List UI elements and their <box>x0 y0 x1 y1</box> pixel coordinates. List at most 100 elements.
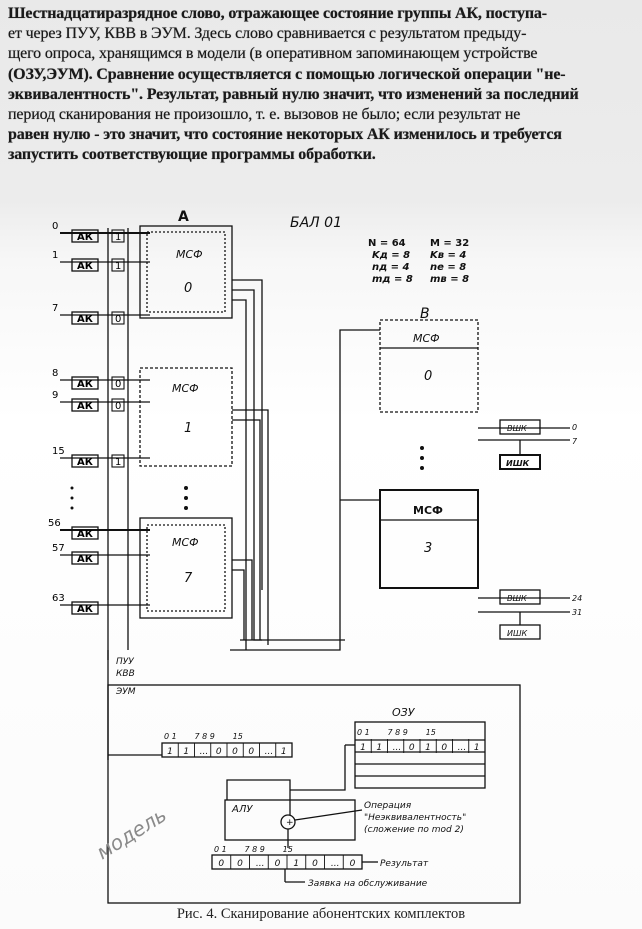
register-cell: ... <box>256 859 265 869</box>
bit-box <box>111 258 125 272</box>
ak-label: АК <box>77 261 94 272</box>
row-number: 63 <box>52 593 65 604</box>
row-number: 0 <box>52 221 58 232</box>
b-number: 24 <box>572 594 582 603</box>
bit-value: 0 <box>115 314 121 325</box>
ak-box <box>71 258 99 272</box>
group-a-label: A <box>178 209 189 225</box>
paragraph-line: Шестнадцатиразрядное слово, отражающее с… <box>8 5 547 22</box>
register-cell: ... <box>200 747 209 757</box>
register-cell: 1 <box>183 747 189 757</box>
group-b-label: B <box>420 306 430 322</box>
register-cell: 0 <box>218 859 224 869</box>
bit-value: 0 <box>115 379 121 390</box>
row-number: 56 <box>48 518 61 529</box>
paragraph-line: ет через ПУУ, КВВ в ЭУМ. Здесь слово сра… <box>8 25 527 43</box>
ak-label: АК <box>77 314 94 325</box>
ak-box <box>71 311 99 325</box>
kvv-label: КВВ <box>116 669 135 679</box>
register-cell: ... <box>393 743 402 753</box>
figure-caption: Рис. 4. Сканирование абонентских комплек… <box>176 906 466 922</box>
b-number: 0 <box>572 423 577 432</box>
msf-label: МСФ <box>172 536 199 549</box>
handwritten-note: модель <box>92 803 171 865</box>
register-cell: 1 <box>281 747 287 757</box>
vshk-label: ВШК <box>507 424 527 433</box>
register-cell: ... <box>331 859 340 869</box>
ak-box <box>71 601 99 615</box>
register-cell: ... <box>458 743 467 753</box>
block-number: 3 <box>424 541 432 556</box>
row-number: 1 <box>52 250 58 261</box>
bit-header: 0 1 7 8 9 15 <box>357 728 436 737</box>
register-cell: 0 <box>237 859 243 869</box>
paragraph-line: равен нулю - это значит, что состояние н… <box>8 126 562 144</box>
msf-label: МСФ <box>413 332 440 345</box>
paragraph-line: щего опроса, хранящимся в модели (в опер… <box>8 45 538 63</box>
b-number: 31 <box>572 608 582 617</box>
ishk-label: ИШК <box>507 629 528 638</box>
b-number: 7 <box>572 437 578 446</box>
register-cell: 1 <box>360 743 366 753</box>
param-na: nд = 4 <box>372 262 410 273</box>
ak-label: АК <box>77 379 94 390</box>
ak-label: АК <box>77 232 94 243</box>
register-cell: 1 <box>474 743 480 753</box>
row-number: 57 <box>52 543 65 554</box>
msf-label: МСФ <box>172 382 199 395</box>
paragraph-line: эквивалентность". Результат, равный нулю… <box>8 85 579 103</box>
bit-box <box>111 454 125 468</box>
register-cell: 0 <box>441 743 447 753</box>
operation-name: "Неэквивалентность" <box>364 813 466 823</box>
register-cell: 1 <box>167 747 173 757</box>
param-kv: Kв = 4 <box>430 250 466 261</box>
register-cell: 1 <box>425 743 431 753</box>
param-ne: nе = 8 <box>430 262 466 273</box>
ak-box <box>71 229 99 243</box>
param-mv: mв = 8 <box>430 274 469 285</box>
ak-box <box>71 551 99 565</box>
ellipsis-dots <box>70 446 424 510</box>
ak-box <box>71 398 99 412</box>
interface-labels: ПУУ КВВ ЭУМ <box>115 657 136 697</box>
ak-label: АК <box>77 401 94 412</box>
bit-value: 1 <box>115 232 121 243</box>
row-number: 9 <box>52 390 58 401</box>
paragraph-line: (ОЗУ,ЭУМ). Сравнение осуществляется с по… <box>8 65 566 83</box>
ak-box <box>71 454 99 468</box>
operation-notes: + Операция "Неэквивалентность" (сложение… <box>286 801 466 889</box>
body-paragraph: Шестнадцатиразрядное слово, отражающее с… <box>8 4 634 166</box>
register-cell: 0 <box>312 859 318 869</box>
bit-box <box>111 376 125 390</box>
param-n: N = 64 <box>368 238 406 249</box>
bit-value: 0 <box>115 401 121 412</box>
register-cell: 1 <box>376 743 382 753</box>
block-number: 0 <box>184 281 192 296</box>
register-cell: 0 <box>275 859 281 869</box>
bit-box <box>111 398 125 412</box>
bit-box <box>111 229 125 243</box>
bit-value: 1 <box>115 261 121 272</box>
block-number: 0 <box>424 369 432 384</box>
row-number: 8 <box>52 368 58 379</box>
param-ka: Kд = 8 <box>372 250 410 261</box>
vshk-label: ВШК <box>507 594 527 603</box>
diagram-title: БАЛ 01 <box>290 215 342 231</box>
operation-label: Операция <box>364 801 412 811</box>
ak-label: АК <box>77 604 94 615</box>
block-number: 1 <box>184 421 192 436</box>
msf-label: МСФ <box>176 248 203 261</box>
ak-box <box>71 376 99 390</box>
register-cell: 0 <box>248 747 254 757</box>
result-label: Результат <box>380 859 429 869</box>
ishk-label: ИШК <box>506 459 530 468</box>
xor-sign: + <box>286 818 294 828</box>
eum-label: ЭУМ <box>115 687 136 697</box>
param-ma: mд = 8 <box>372 274 413 285</box>
register-cell: 1 <box>293 859 299 869</box>
parameters: N = 64 M = 32 Kд = 8 Kв = 4 nд = 4 nе = … <box>368 238 469 285</box>
block-number: 7 <box>184 571 193 586</box>
operation-desc: (сложение по mod 2) <box>364 825 464 835</box>
